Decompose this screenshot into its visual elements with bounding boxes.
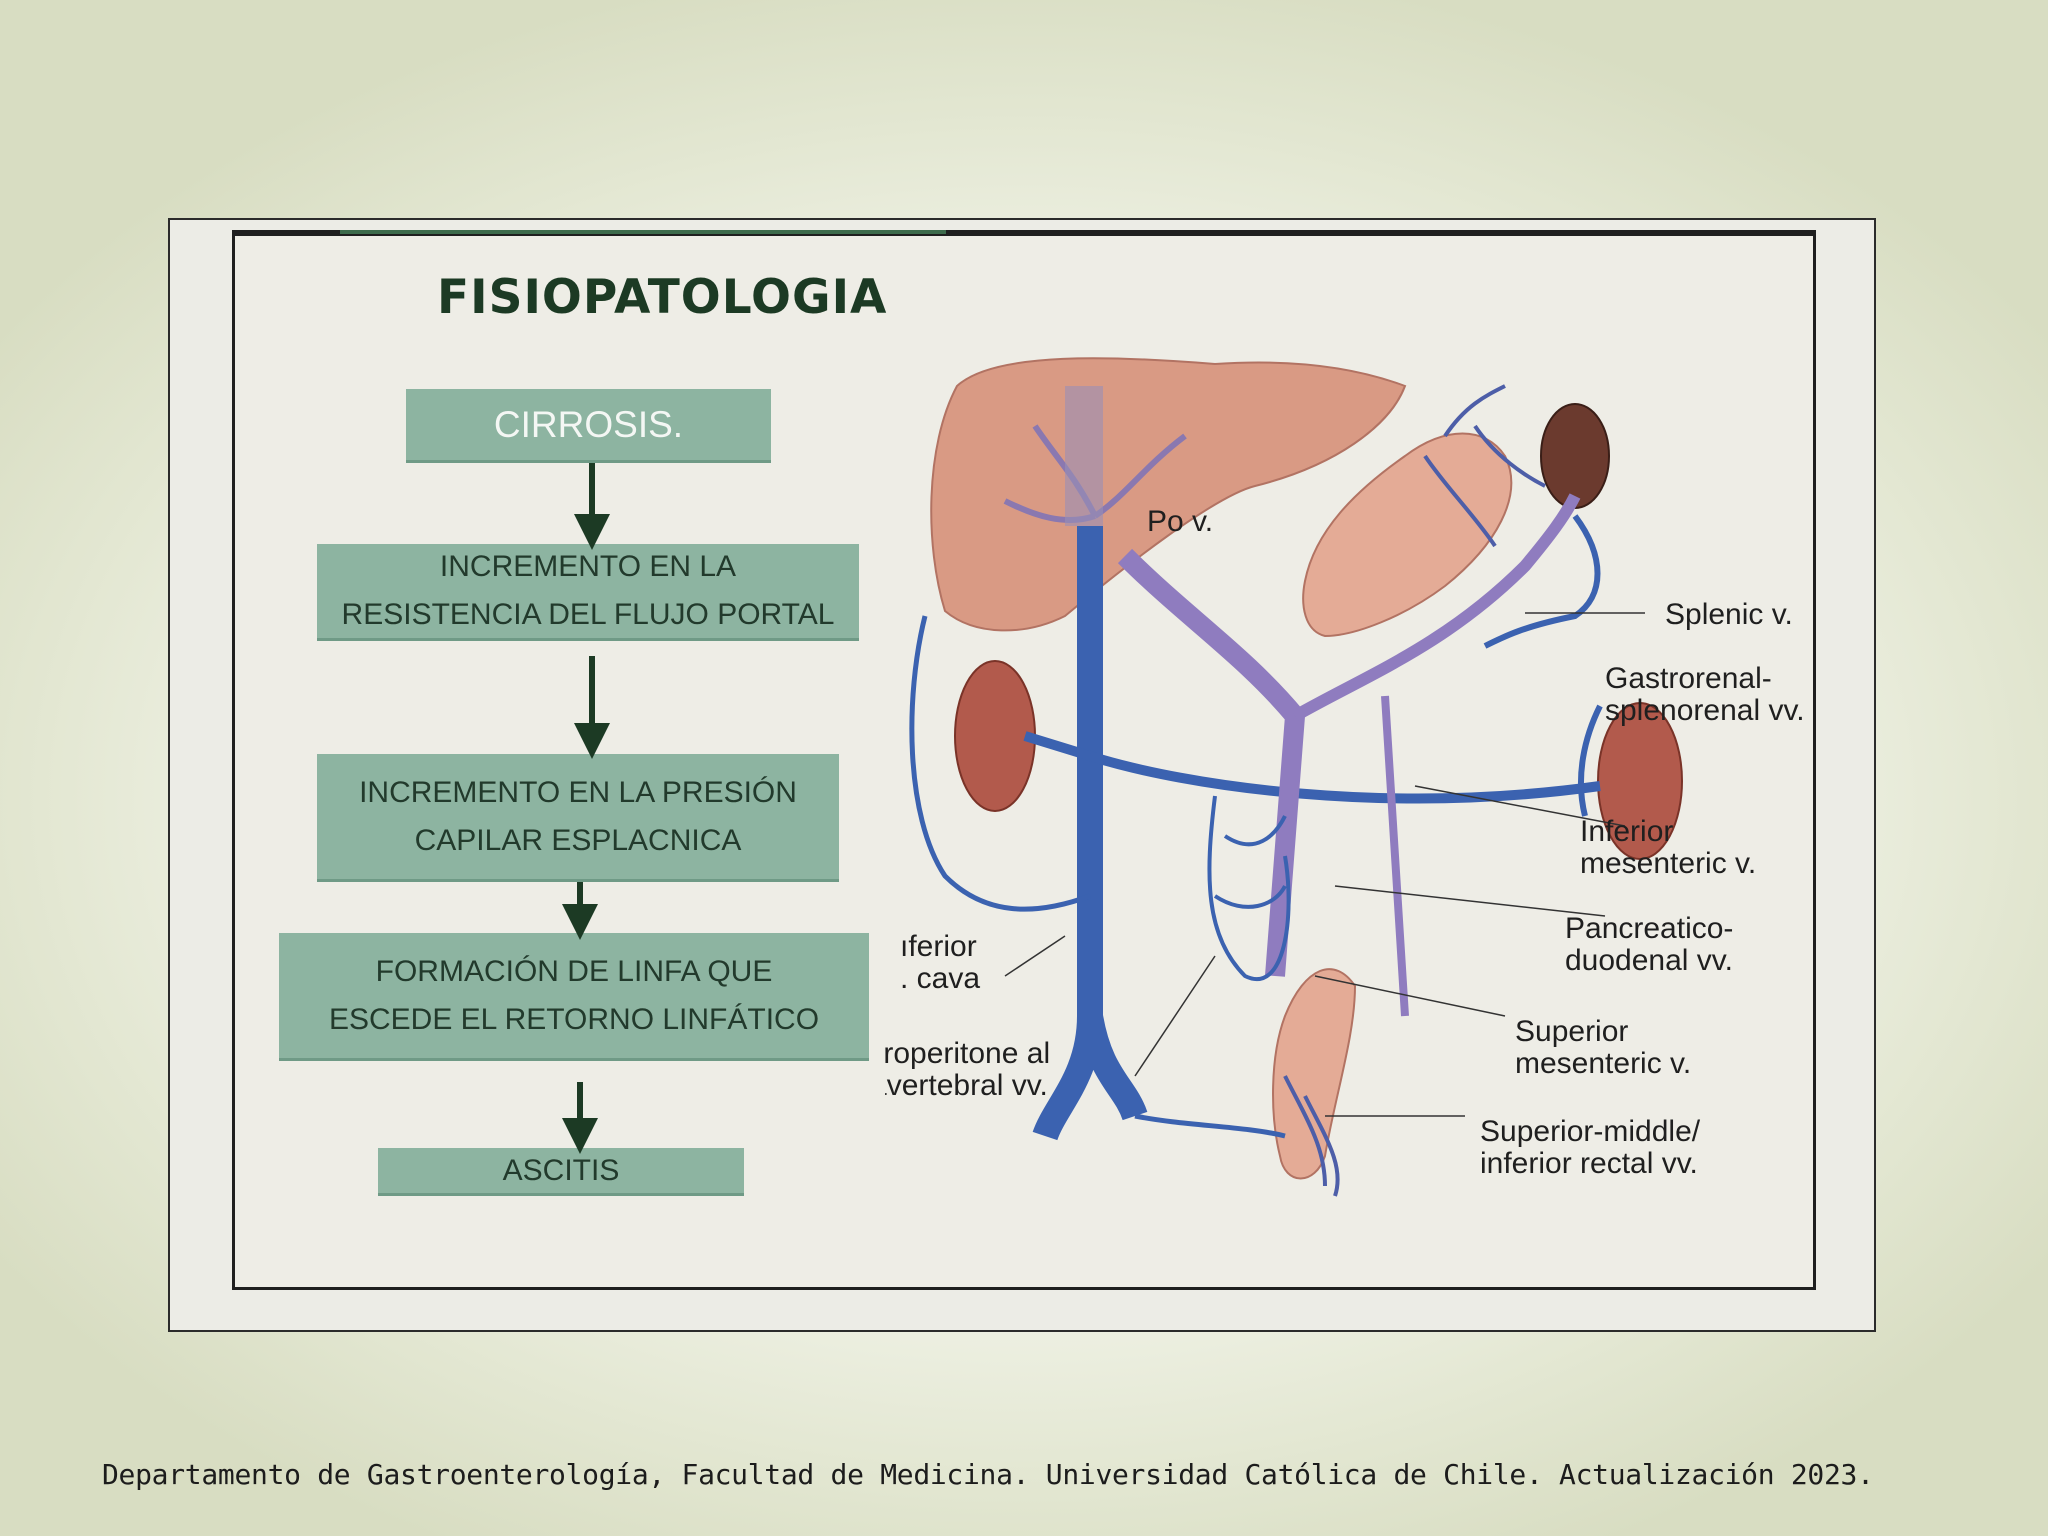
gastric-collaterals [1423,384,1546,548]
rectal-plexus [1283,1075,1340,1197]
label-splenic-vein: Splenic v. [1665,598,1793,631]
flow-step-ascitis: ASCITIS [378,1148,744,1196]
label-vena-cava-1: ıferior [900,930,977,963]
slide-frame: FISIOPATOLOGIA CIRROSIS. INCREMENTO EN L… [168,218,1876,1332]
label-superior-mesenteric-2: mesenteric v. [1515,1047,1691,1080]
flow-step-linfa: FORMACIÓN DE LINFA QUE ESCEDE EL RETORNO… [279,933,869,1061]
flow-step-resistencia: INCREMENTO EN LA RESISTENCIA DEL FLUJO P… [317,544,859,641]
inferior-vena-cava [1032,526,1148,1141]
top-accent-line [340,230,946,234]
inferior-mesenteric-vein [1381,695,1409,1017]
right-kidney-shape [1597,702,1683,860]
page-title: FISIOPATOLOGIA [437,270,888,325]
label-retroperitoneal-2: p avertebral vv. [885,1069,1048,1102]
label-superior-mesenteric-1: Superior [1515,1015,1628,1048]
label-pancreaticoduodenal-1: Pancreatico- [1565,912,1733,945]
label-gastrorenal-1: Gastrorenal- [1605,662,1772,695]
label-vena-cava-2: . cava [900,962,980,995]
label-rectal-1: Superior-middle/ [1480,1115,1701,1148]
gastrorenal-shunt [1483,514,1603,817]
content-panel: FISIOPATOLOGIA CIRROSIS. INCREMENTO EN L… [232,230,1816,1290]
footer-citation: Departamento de Gastroenterología, Facul… [102,1458,1874,1491]
label-inferior-mesenteric-1: Inferior [1580,815,1673,848]
rectum-shape [1272,968,1357,1180]
splenic-vein [1292,493,1581,722]
flow-step-cirrosis: CIRROSIS. [406,389,771,463]
flow-step-presion: INCREMENTO EN LA PRESIÓN CAPILAR ESPLACN… [317,754,839,882]
renal-veins [1023,731,1601,804]
spleen-shape [1540,403,1610,509]
label-retroperitoneal-1: troperitone al [885,1037,1050,1070]
stomach-shape [1302,432,1513,638]
label-pancreaticoduodenal-2: duodenal vv. [1565,944,1733,977]
label-gastrorenal-2: splenorenal vv. [1605,694,1805,727]
leader-lines [1004,612,1645,1117]
label-rectal-2: inferior rectal vv. [1480,1147,1698,1180]
portal-vein [1117,548,1306,977]
liver-shape [930,357,1407,632]
flow-arrows [562,463,610,1154]
left-kidney-shape [954,660,1036,812]
ivc-in-liver [1065,386,1103,526]
retroperitoneal-veins [909,615,1286,1139]
label-inferior-mesenteric-2: mesenteric v. [1580,847,1756,880]
portal-venous-anatomy-illustration: Po v. Splenic v. Gastrorenal- splenorena… [885,357,1805,1197]
label-portal-vein: Po v. [1147,505,1213,538]
pancreaticoduodenal-plexus [1207,795,1291,981]
